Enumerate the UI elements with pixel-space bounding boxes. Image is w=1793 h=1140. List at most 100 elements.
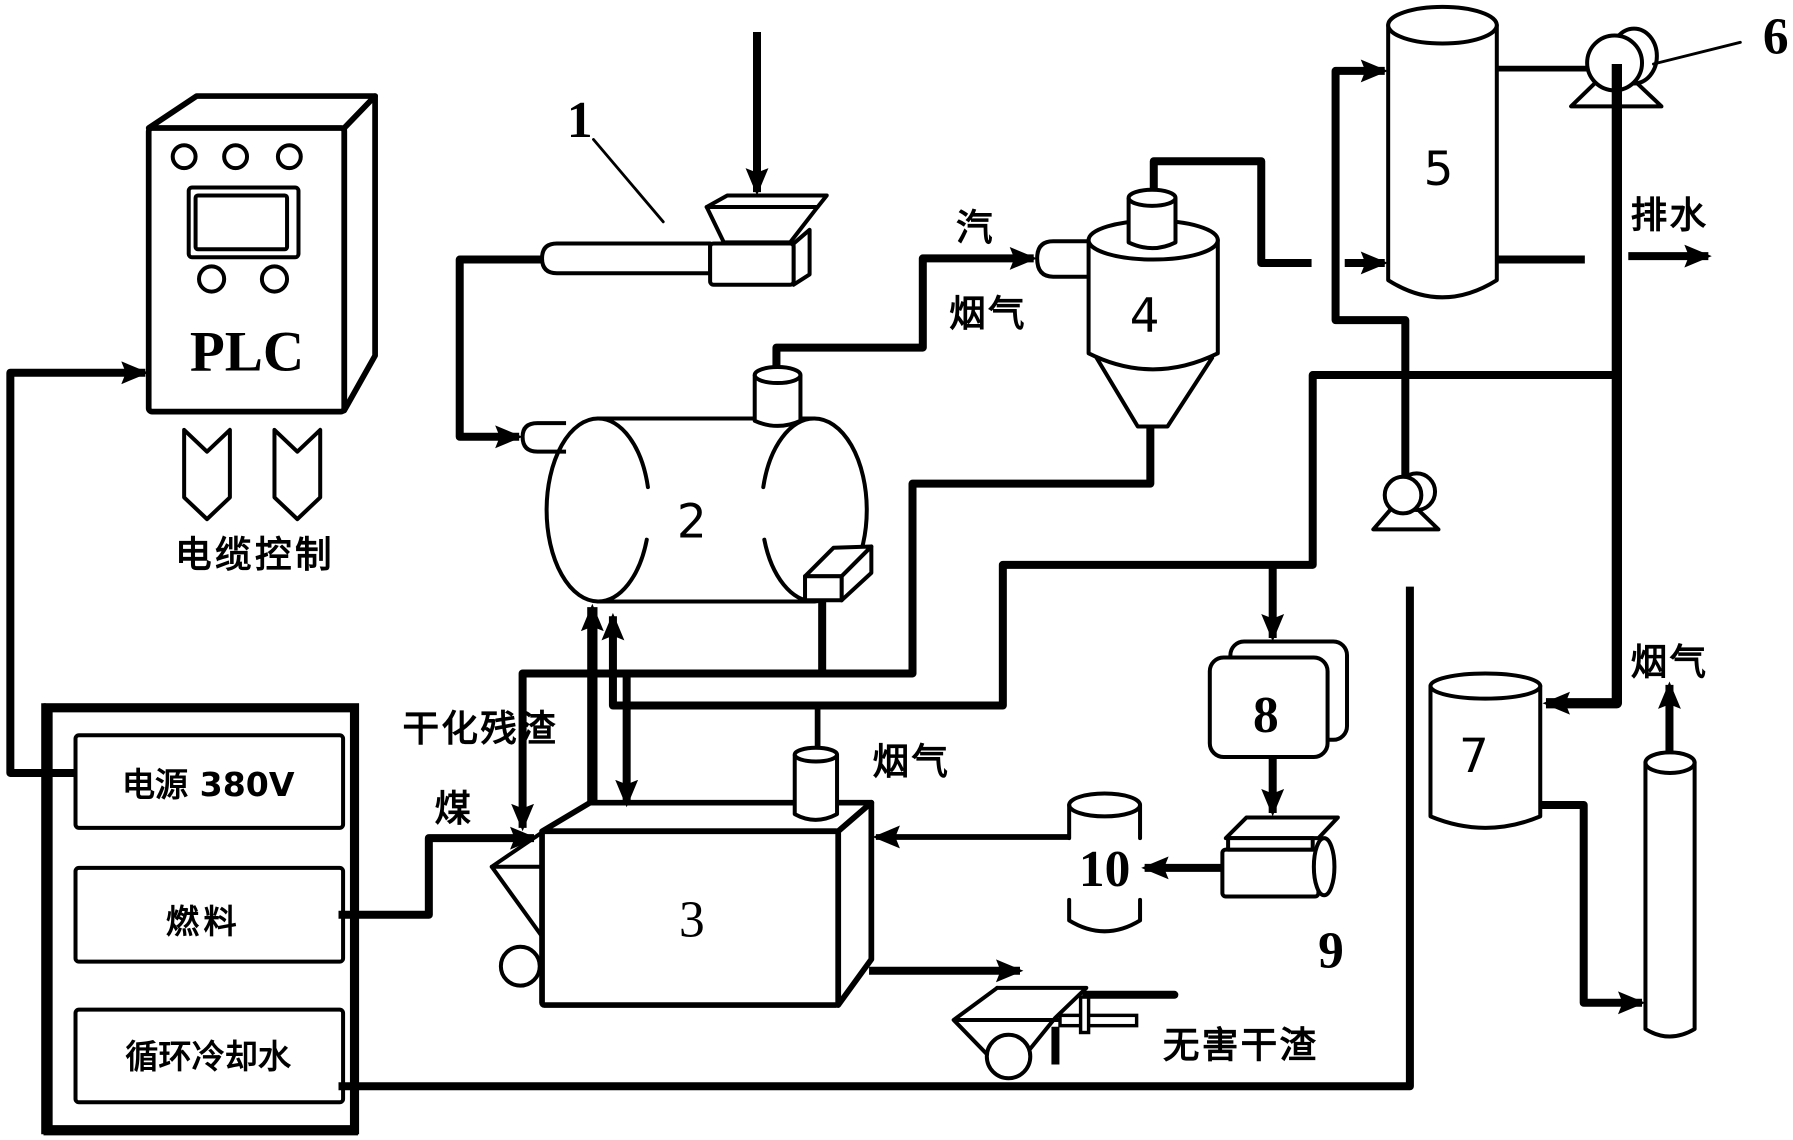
drum-to-cyclone-line — [772, 246, 1038, 369]
dryer-drum-number: 2 — [677, 494, 707, 549]
furnace: 3 — [489, 745, 875, 1008]
flue-gas-exhaust-label: 烟气 — [1631, 641, 1709, 684]
plc-signal-line — [6, 361, 149, 777]
stream-labels: 汽 烟气 干化残渣 煤 烟气 排水 烟气 无害干渣 — [403, 194, 1709, 1067]
feeder-tube — [540, 241, 713, 276]
plc-cabinet: PLC — [145, 93, 378, 415]
cart-bin — [951, 985, 1089, 1062]
feeder-to-drum-line — [455, 255, 543, 449]
cart-handle-lower — [1058, 1013, 1139, 1028]
unit-8: 8 — [1207, 639, 1350, 759]
furnace-number: 3 — [679, 891, 705, 948]
pump-leader-line — [1652, 40, 1742, 66]
drum-left-end-inner-lower — [596, 537, 649, 604]
steam-label: 汽 — [956, 206, 993, 249]
fuel-label: 燃料 — [166, 902, 241, 941]
flue-gas-furnace-label: 烟气 — [872, 740, 950, 783]
power-supply-box — [73, 733, 346, 830]
cart-wheel — [984, 1032, 1033, 1081]
unit-10: 10 — [1067, 791, 1143, 934]
recirculation-line — [601, 371, 1617, 710]
circulation-pump-housing-icon — [1382, 474, 1424, 516]
dried-residue-line — [511, 426, 1155, 832]
unit-9-strip — [1226, 836, 1315, 852]
condenser-body — [1386, 23, 1499, 300]
drain-water-label: 排水 — [1631, 194, 1709, 237]
plc-knob-icon — [197, 264, 227, 294]
cyclone-outlet-line — [1149, 157, 1312, 267]
drum-inlet-nozzle — [520, 421, 567, 454]
pump-number: 6 — [1763, 9, 1789, 66]
condenser: 5 — [1386, 4, 1499, 300]
unit-10-number: 10 — [1079, 841, 1130, 898]
unit-10-top — [1067, 791, 1143, 819]
unit-9-roller — [1311, 836, 1337, 898]
cyclone-body — [1086, 238, 1220, 372]
tank-7-top — [1428, 671, 1543, 701]
dried-residue-label: 干化残渣 — [403, 707, 558, 750]
power-supply-label: 电源 380V — [122, 765, 295, 804]
unit-9-number: 9 — [1318, 922, 1344, 979]
pump-6: 6 — [1569, 9, 1789, 109]
drum-top-nozzle-rim — [752, 365, 803, 386]
feeder-box — [708, 241, 796, 287]
circulation-pump — [1371, 471, 1441, 532]
chimney — [1643, 750, 1697, 1039]
furnace-flue-outlet — [792, 754, 840, 822]
unit-8-number: 8 — [1253, 687, 1279, 744]
drum-top-nozzle — [752, 375, 803, 428]
fuel-coal-line — [338, 826, 538, 919]
feeder-number: 1 — [567, 92, 593, 149]
harmless-dry-slag-label: 无害干渣 — [1163, 1024, 1318, 1067]
chimney-body — [1643, 760, 1697, 1039]
unit-9-top — [1223, 815, 1340, 841]
cooling-water-box — [73, 1007, 346, 1105]
cooling-water-line — [338, 586, 1414, 1091]
cyclone-separator: 4 — [1035, 187, 1220, 429]
chimney-top — [1643, 750, 1697, 775]
drum-left-end-outer — [544, 416, 601, 604]
control-panel: 电源 380V 燃料 循环冷却水 — [41, 703, 360, 1136]
tank-7-body — [1428, 684, 1543, 830]
tank-to-chimney-line — [1540, 800, 1646, 1015]
cyclone-inlet-nozzle — [1035, 239, 1093, 279]
unit-10-lower-body — [1067, 897, 1143, 934]
screw-feeder: 1 — [540, 92, 829, 287]
furnace-feed-roller — [498, 944, 542, 988]
drum-right-end-inner-upper — [761, 416, 817, 490]
cable-chevron-icon — [182, 427, 232, 522]
cable-chevron-icon — [272, 427, 323, 522]
feeder-leader-line — [592, 138, 665, 224]
cyclone-number: 4 — [1130, 289, 1160, 344]
coal-label: 煤 — [435, 787, 472, 830]
tank-7: 7 — [1428, 671, 1543, 830]
condenser-top — [1386, 4, 1499, 46]
tank-number: 7 — [1459, 729, 1489, 784]
cyclone-outlet-tube — [1126, 197, 1178, 251]
plc-knob-icon — [259, 264, 290, 294]
flow-lines — [6, 32, 1712, 1091]
feeder-hopper-rim — [704, 193, 829, 209]
cyclone-outlet-rim — [1126, 187, 1178, 208]
plc-label: PLC — [190, 320, 304, 383]
unit-10-upper-sides — [1067, 802, 1143, 841]
plc-cabinet-side-face — [341, 93, 378, 414]
flue-gas-dryer-label: 烟气 — [949, 292, 1027, 335]
cooling-water-label: 循环冷却水 — [125, 1037, 292, 1076]
slag-cart — [951, 985, 1179, 1081]
furnace-front-face — [539, 828, 842, 1008]
unit-9: 9 — [1220, 815, 1344, 979]
cart-leg-rear — [1078, 995, 1091, 1035]
dryer-drum: 2 — [520, 365, 874, 604]
condenser-number: 5 — [1424, 142, 1454, 197]
plc-indicator-light-icon — [222, 143, 250, 171]
drum-left-end-inner-upper — [596, 416, 650, 490]
plc-display-screen-inner — [193, 193, 290, 252]
cable-control-label: 电缆控制 — [175, 533, 335, 576]
furnace-flue-outlet-rim — [792, 745, 840, 764]
unit-9-body — [1220, 847, 1321, 899]
plc-indicator-light-icon — [170, 143, 198, 171]
drum-drive-box-front — [803, 574, 844, 603]
cable-control: 电缆控制 — [175, 427, 335, 576]
